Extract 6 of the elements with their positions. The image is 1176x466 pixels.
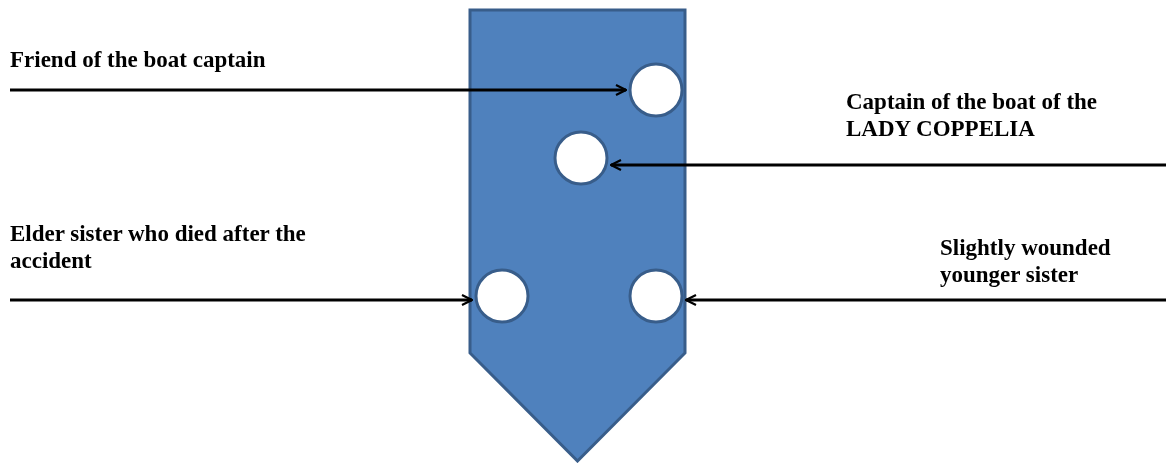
arrow [609,158,1166,172]
label-text: Captain of the boat of the LADY COPPELIA [846,88,1146,146]
label-text: Slightly wounded younger sister [940,234,1165,292]
label-text: Elder sister who died after the accident [10,220,340,278]
label-text: Friend of the boat captain [10,46,350,76]
arrow [10,83,628,97]
